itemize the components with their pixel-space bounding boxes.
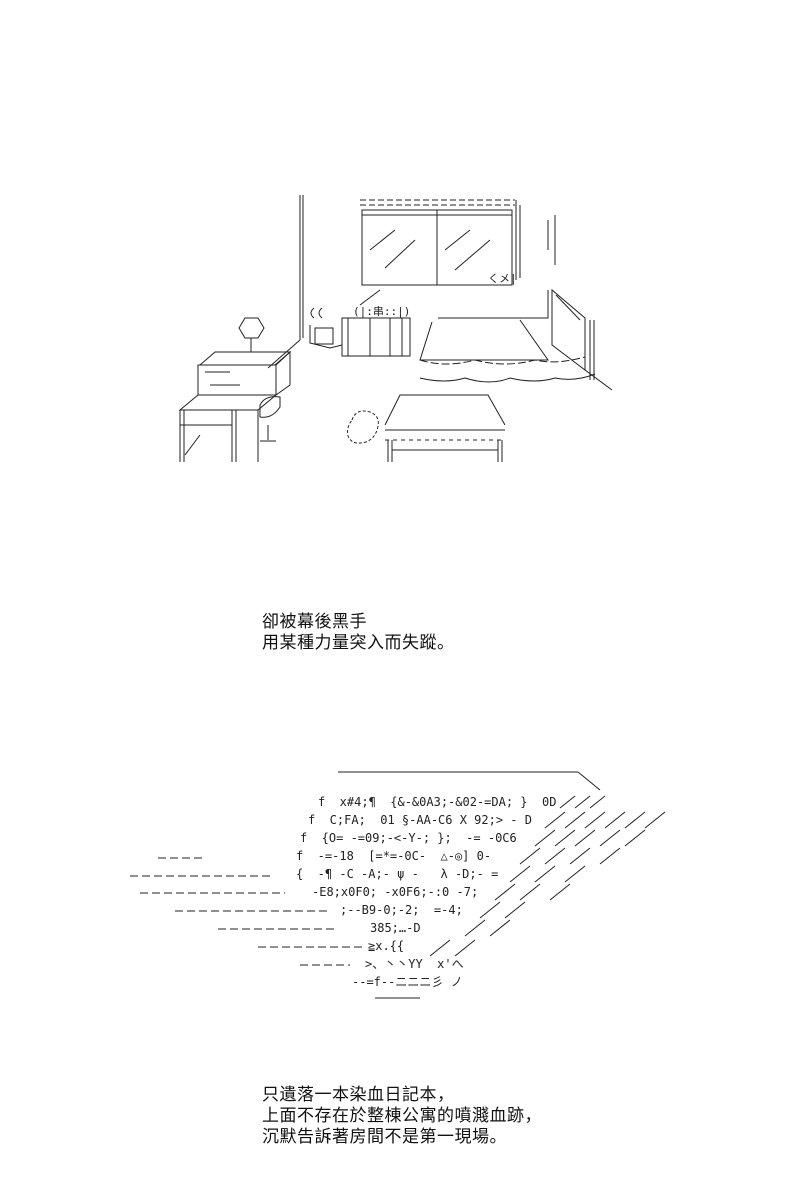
- caption-line: 用某種力量突入而失蹤。: [262, 633, 455, 653]
- caption-line: 卻被幕後黑手: [262, 612, 367, 632]
- diary-line: -E8;x0F0; -x0F6;-:0 -7;: [312, 885, 479, 899]
- low-table: [384, 394, 506, 462]
- diary-line: { -¶ -C -A;- ψ - λ -D;- =: [296, 867, 499, 881]
- diary-line: ;--B9-0;-2; =-4;: [340, 903, 463, 917]
- diary-line: f x#4;¶ {&-&0A3;-&02-=DA; } 0D: [318, 795, 557, 809]
- diary-line: >、丶丶YY x'へ: [365, 957, 464, 971]
- caption-first: 卻被幕後黑手 用某種力量突入而失蹤。: [262, 612, 455, 654]
- chair: [257, 396, 281, 462]
- diary-line: ≧x.{{: [368, 939, 405, 953]
- diary-page-curves: [130, 857, 420, 999]
- shelf: [309, 289, 411, 357]
- cushion: [347, 410, 379, 444]
- diary-line: f C;FA; 01 §-AA-C6 X 92;> - D: [308, 813, 532, 827]
- diary-line: f -=-18 [=*=-0C- △-◎] 0-: [296, 849, 492, 863]
- window: [360, 199, 556, 286]
- shelf-label: (|:串::|): [353, 305, 410, 318]
- caption-line: 只遺落一本染血日記本，: [262, 1085, 455, 1105]
- diary-line: --=f--ニニニ彡 ノ: [352, 975, 463, 989]
- caption-line: 沉默告訴著房間不是第一現場。: [262, 1127, 507, 1147]
- diary-line: 385;…-D: [370, 921, 421, 935]
- window-text: くメ|: [488, 272, 517, 285]
- diary-hatching: [429, 795, 666, 957]
- room-illustration: くメ| (|:串::|): [178, 195, 613, 462]
- caption-line: 上面不存在於整棟公寓的噴濺血跡，: [262, 1106, 542, 1126]
- diary-line: f {O= -=09;-<-Y-; }; -= -0C6: [300, 831, 517, 845]
- caption-second: 只遺落一本染血日記本， 上面不存在於整棟公寓的噴濺血跡， 沉默告訴著房間不是第一…: [262, 1085, 542, 1148]
- desk: [178, 394, 278, 462]
- bed: [419, 288, 613, 391]
